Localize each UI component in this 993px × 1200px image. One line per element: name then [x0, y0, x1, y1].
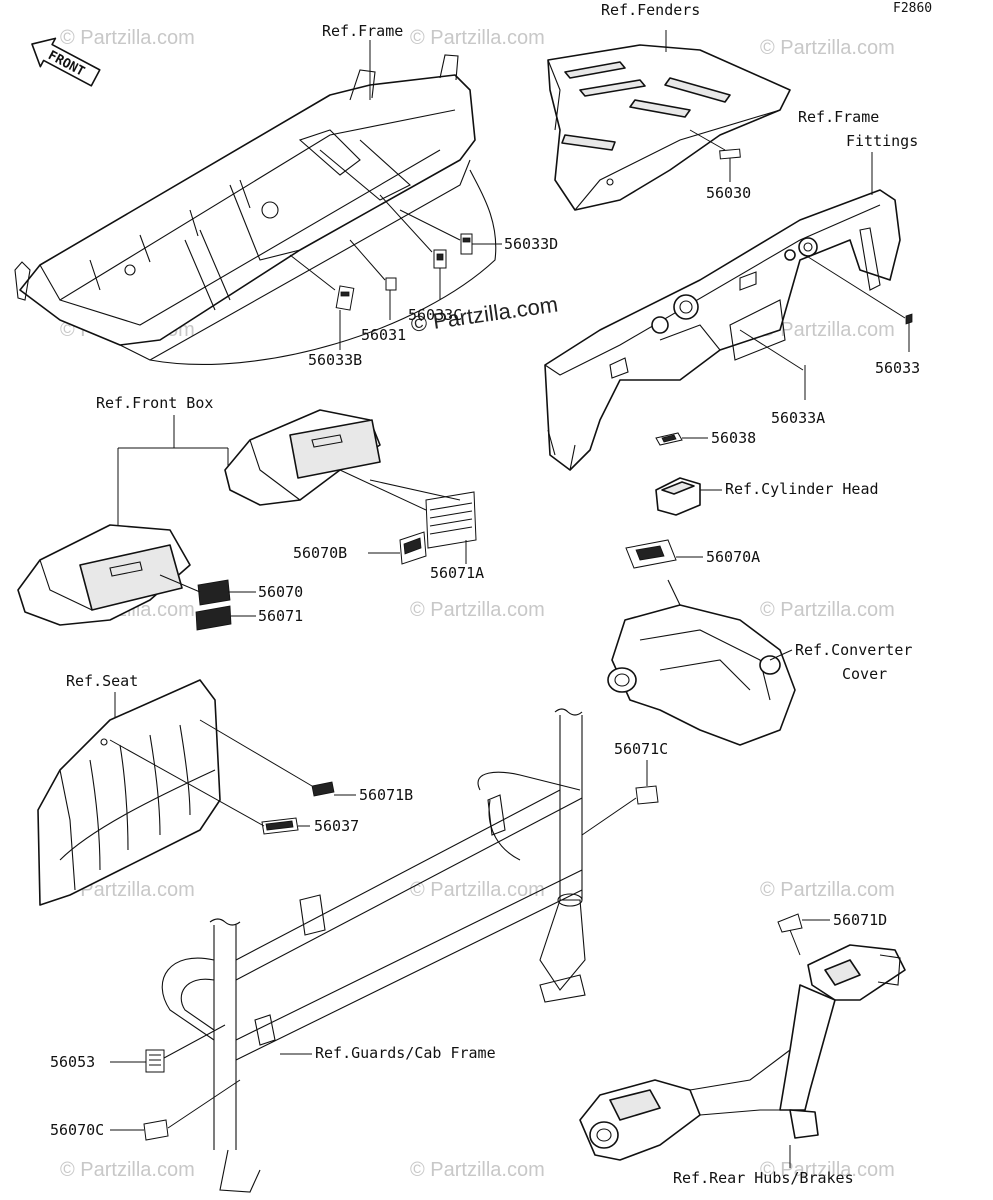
watermark: © Partzilla.com — [60, 27, 195, 49]
ref-cylinder-head-label: Ref.Cylinder Head — [725, 480, 879, 498]
watermark: © Partzilla.com — [410, 599, 545, 621]
rear-hubs-brakes-assembly — [579, 944, 906, 1161]
decal-56033B-mark — [340, 291, 350, 297]
decal-56070B — [399, 531, 427, 565]
front-box-lower — [17, 524, 191, 626]
decal-56038-mark — [661, 434, 677, 443]
part-number-56037: 56037 — [314, 817, 359, 835]
part-number-56053: 56053 — [50, 1053, 95, 1071]
ref-converter-cover-label-1: Ref.Converter — [795, 641, 912, 659]
decal-56070C — [143, 1119, 169, 1141]
seat-assembly — [37, 679, 221, 906]
front-box-upper — [224, 409, 381, 506]
part-number-56030: 56030 — [706, 184, 751, 202]
decal-56037-mark — [265, 820, 294, 831]
watermark: © Partzilla.com — [760, 1159, 895, 1181]
part-number-56071B: 56071B — [359, 786, 413, 804]
ref-rear-hubs-brakes-label: Ref.Rear Hubs/Brakes — [673, 1169, 854, 1187]
part-number-56070B: 56070B — [293, 544, 347, 562]
watermark: © Partzilla.com — [410, 1159, 545, 1181]
watermark: © Partzilla.com — [760, 599, 895, 621]
frame-fittings-assembly — [544, 189, 901, 471]
guards-cab-frame-assembly — [161, 708, 586, 1193]
decal-56071 — [195, 605, 232, 631]
part-number-56031: 56031 — [361, 326, 406, 344]
decal-56071D — [777, 913, 803, 933]
watermark: © Partzilla.com — [60, 1159, 195, 1181]
decal-56071B — [311, 781, 335, 797]
part-number-56071: 56071 — [258, 607, 303, 625]
part-number-56033C: 56033C — [408, 306, 462, 324]
part-number-56070C: 56070C — [50, 1121, 104, 1139]
part-number-56071C: 56071C — [614, 740, 668, 758]
cylinder-head-part — [655, 477, 701, 516]
decal-56033D-mark — [462, 237, 471, 243]
ref-guards-cab-frame-label: Ref.Guards/Cab Frame — [315, 1044, 496, 1062]
ref-front-box-label: Ref.Front Box — [96, 394, 213, 412]
part-number-56071A: 56071A — [430, 564, 484, 582]
part-number-56070: 56070 — [258, 583, 303, 601]
part-number-56071D: 56071D — [833, 911, 887, 929]
watermark: © Partzilla.com — [760, 879, 895, 901]
watermark: © Partzilla.com — [410, 27, 545, 49]
watermark: © Partzilla.com — [760, 37, 895, 59]
decal-56033C-mark — [436, 253, 444, 261]
part-number-56033D: 56033D — [504, 235, 558, 253]
converter-cover-part — [607, 579, 796, 746]
ref-frame-label: Ref.Frame — [322, 22, 403, 40]
part-number-56038: 56038 — [711, 429, 756, 447]
decal-56033B — [335, 285, 355, 311]
ref-frame-fittings-label-2: Fittings — [846, 132, 918, 150]
decal-56053 — [145, 1049, 165, 1073]
decal-56033 — [905, 313, 913, 325]
part-number-56033A: 56033A — [771, 409, 825, 427]
frame-assembly — [14, 54, 497, 365]
part-number-56033: 56033 — [875, 359, 920, 377]
ref-converter-cover-label-2: Cover — [842, 665, 887, 683]
decal-56033D — [460, 233, 473, 255]
watermark: © Partzilla.com — [410, 879, 545, 901]
decal-56031 — [385, 277, 397, 291]
ref-frame-fittings-label-1: Ref.Frame — [798, 108, 879, 126]
diagram-code: F2860 — [893, 1, 932, 16]
watermark: © Partzilla.com — [760, 319, 895, 341]
ref-fenders-label: Ref.Fenders — [601, 1, 700, 19]
ref-seat-label: Ref.Seat — [66, 672, 138, 690]
decal-56071A — [425, 491, 477, 549]
decal-56071C — [635, 785, 659, 805]
decal-56070A — [625, 539, 677, 569]
part-number-56070A: 56070A — [706, 548, 760, 566]
part-number-56033B: 56033B — [308, 351, 362, 369]
watermark: © Partzilla.com — [60, 879, 195, 901]
fenders-assembly — [547, 44, 791, 211]
decal-56030 — [719, 148, 741, 160]
decal-56070 — [197, 579, 231, 606]
